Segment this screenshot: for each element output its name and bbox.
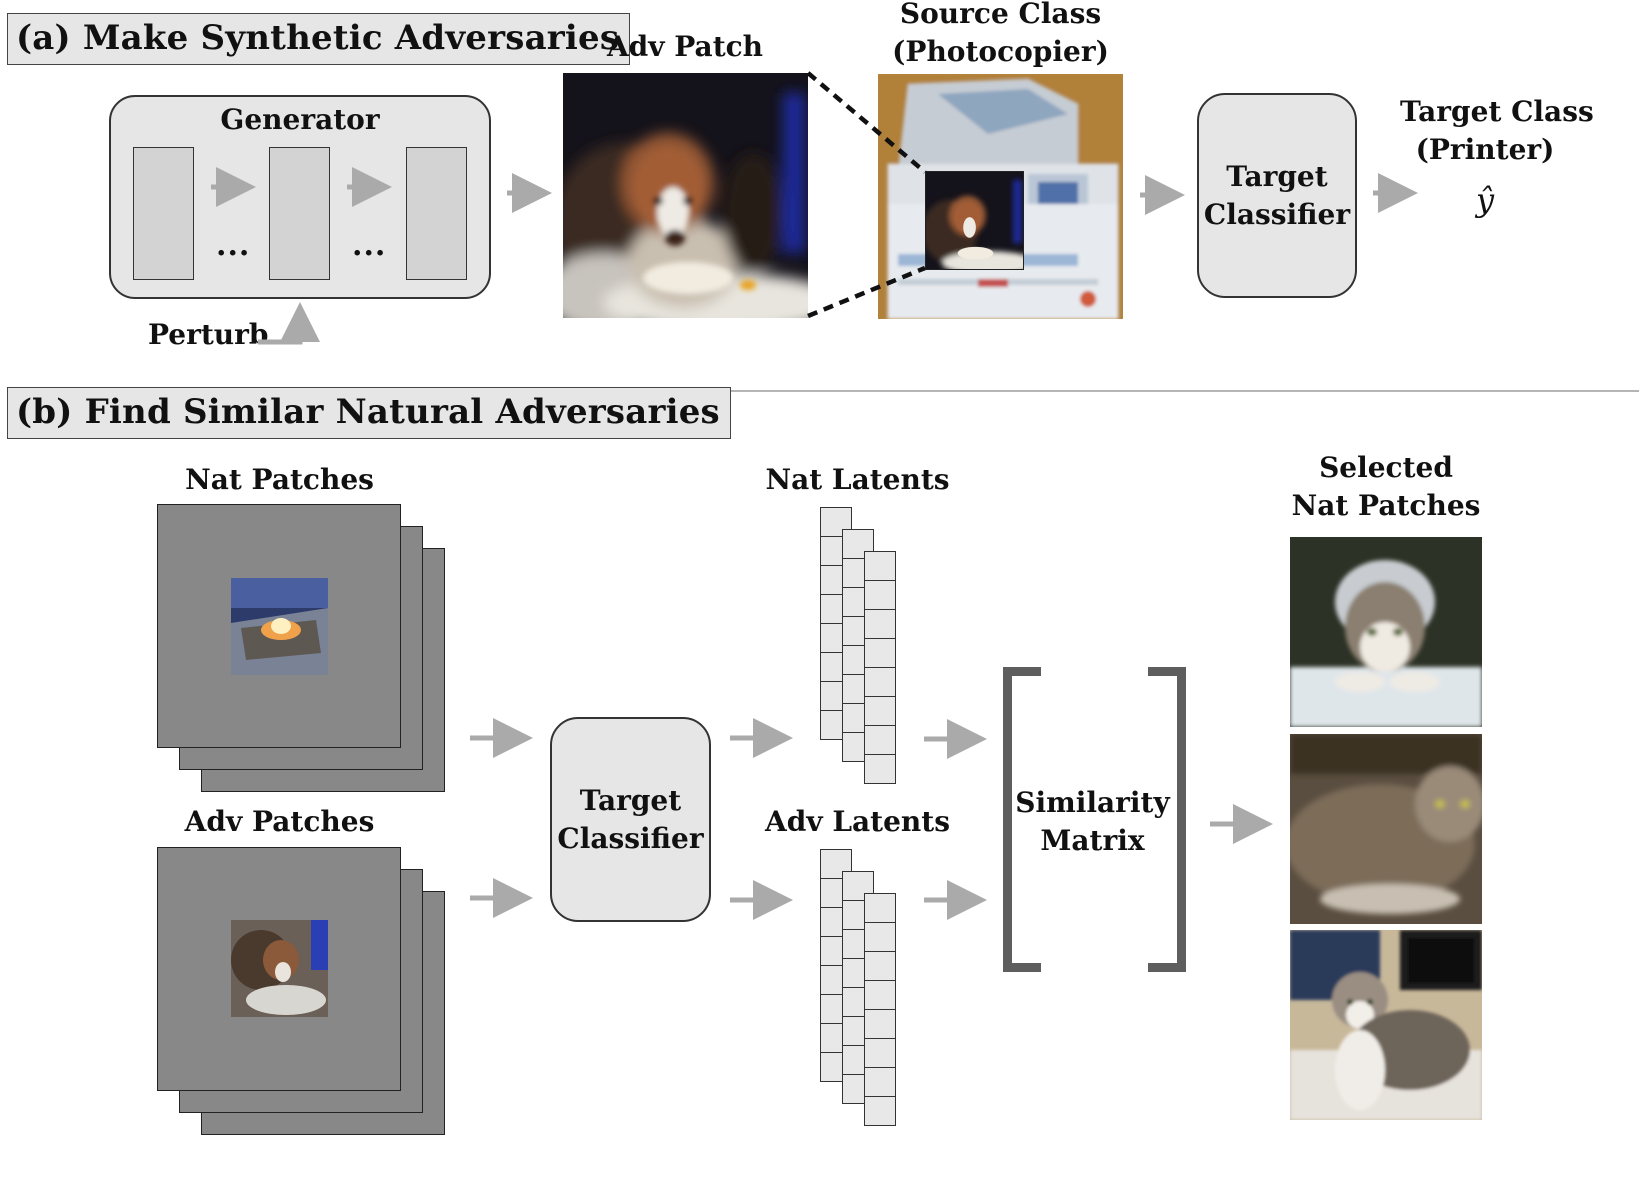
photocopier-svg — [878, 74, 1123, 319]
adv-patch-dog-small-image — [231, 920, 328, 1017]
target-classifier-b-line2: Classifier — [557, 822, 704, 855]
generator-label: Generator — [220, 103, 380, 136]
latent-cell — [864, 638, 896, 668]
arrow-up-icon — [258, 302, 320, 345]
latent-cell — [864, 980, 896, 1010]
perturb-label: Perturb — [148, 318, 269, 351]
nat-latents-label: Nat Latents — [765, 463, 950, 496]
target-classifier-a-line1: Target — [1226, 160, 1328, 193]
adv-patch-image — [563, 73, 808, 318]
similarity-matrix-line1: Similarity — [1015, 786, 1170, 819]
adv-latents-column — [864, 893, 896, 1126]
selected-label-line1: Selected — [1319, 451, 1453, 484]
nat-patches-label: Nat Patches — [185, 463, 374, 496]
similarity-matrix-line2: Matrix — [1040, 824, 1145, 857]
latent-cell — [864, 754, 896, 784]
latent-cell — [864, 1038, 896, 1068]
latent-cell — [864, 667, 896, 697]
target-class-label-line2: (Printer) — [1415, 133, 1555, 166]
generator-ellipsis-2: ... — [352, 228, 387, 263]
nat-latents-column — [864, 551, 896, 784]
generator-ellipsis-1: ... — [216, 228, 251, 263]
target-class-label-line1: Target Class — [1400, 95, 1594, 128]
adv-latents-label: Adv Latents — [765, 805, 950, 838]
generator-layer-1 — [133, 147, 194, 280]
adv-patch-label: Adv Patch — [606, 30, 764, 63]
latent-cell — [864, 1009, 896, 1039]
section-divider — [8, 390, 1639, 392]
target-classifier-b-line1: Target — [579, 784, 682, 817]
generator-layer-2 — [269, 147, 330, 280]
selected-cat-image-2 — [1290, 734, 1482, 924]
section-a-arrows — [211, 167, 1418, 345]
adv-patch-dog-image — [563, 73, 808, 318]
similarity-right-bracket — [1148, 667, 1186, 972]
nat-patch-fire-image — [231, 578, 328, 675]
selected-label-line2: Nat Patches — [1291, 489, 1481, 522]
adv-patches-label: Adv Patches — [184, 805, 375, 838]
dashed-zoom-lines — [806, 71, 927, 319]
source-class-label-line1: Source Class — [899, 0, 1102, 30]
source-class-label-line2: (Photocopier) — [892, 35, 1109, 68]
nat-latents-column — [842, 529, 874, 762]
similarity-left-bracket — [1003, 667, 1041, 972]
target-classifier-a-line2: Classifier — [1203, 198, 1351, 231]
latent-cell — [864, 551, 896, 581]
latent-cell — [864, 725, 896, 755]
y-hat-symbol: ŷ — [1475, 181, 1495, 219]
latent-cell — [864, 1096, 896, 1126]
latent-cell — [864, 580, 896, 610]
photocopier-image — [878, 74, 1123, 319]
selected-cat-image-3 — [1290, 930, 1482, 1120]
inset-adv-patch — [925, 171, 1024, 270]
selected-cat-image-1 — [1290, 537, 1482, 727]
nat-latents-column — [820, 507, 852, 740]
generator-layer-3 — [406, 147, 467, 280]
target-classifier-box-b: Target Classifier — [550, 717, 711, 922]
section-b-arrows — [470, 718, 1273, 920]
latent-cell — [864, 951, 896, 981]
section-a-title: (a) Make Synthetic Adversaries — [7, 13, 631, 65]
target-classifier-box-a: Target Classifier — [1197, 93, 1357, 298]
latent-cell — [864, 696, 896, 726]
section-b-title: (b) Find Similar Natural Adversaries — [7, 387, 731, 439]
latent-cell — [864, 922, 896, 952]
